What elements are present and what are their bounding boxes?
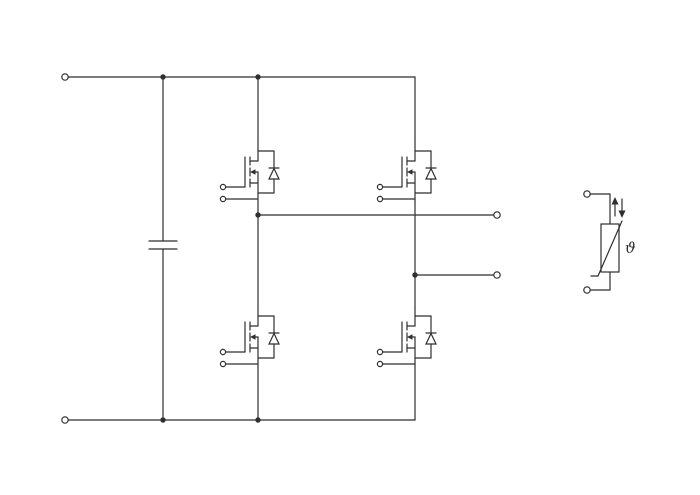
dc-link-capacitor <box>148 76 178 421</box>
junction-dot <box>412 272 418 278</box>
junction-dot <box>255 74 261 80</box>
mosfet-low-side-left <box>219 307 280 368</box>
thermistor-diagonal <box>597 220 623 277</box>
dc-bus-positive-rail <box>61 73 416 81</box>
dc-bus-negative-rail <box>61 416 416 424</box>
dc-plus-terminal <box>61 73 69 81</box>
thermistor: ϑ <box>583 190 636 294</box>
phase-output-2 <box>414 271 501 279</box>
thermistor-terminal-bottom <box>583 286 591 294</box>
ac-output-2-terminal <box>493 271 501 279</box>
heat-flow-arrows-icon <box>611 197 626 218</box>
ac-output-1-terminal <box>493 211 501 219</box>
thermistor-temperature-label: ϑ <box>625 239 636 257</box>
junction-dot <box>255 212 261 218</box>
mosfet-low-side-right <box>376 307 437 368</box>
junction-dots <box>160 74 418 423</box>
thermistor-terminal-top <box>583 190 591 198</box>
down-arrow-head <box>618 210 626 218</box>
up-arrow-head <box>611 197 619 205</box>
junction-dot <box>160 417 166 423</box>
junction-dot <box>160 74 166 80</box>
dc-minus-terminal <box>61 416 69 424</box>
mosfet-high-side-right <box>376 142 437 203</box>
mosfet-high-side-left <box>219 142 280 203</box>
junction-dot <box>255 417 261 423</box>
phase-output-1 <box>257 211 501 219</box>
